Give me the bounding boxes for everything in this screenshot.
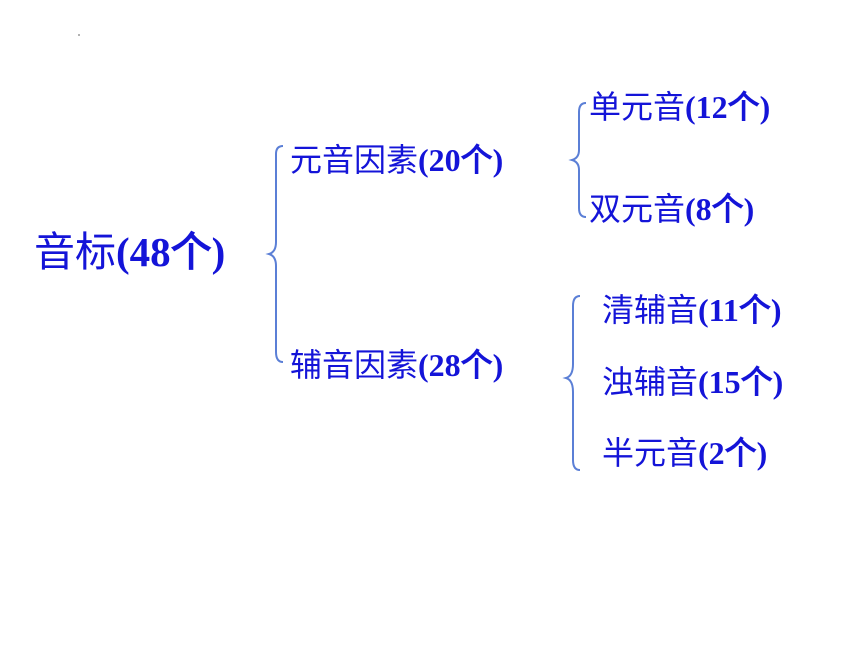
semivowel-label: 半元音(2个): [602, 437, 767, 469]
consonant-phoneme-count: (28个): [418, 347, 504, 383]
voiced-consonant-name: 浊辅音: [602, 363, 699, 401]
monophthong-count: (12个): [685, 89, 771, 125]
stray-dot: [78, 34, 80, 36]
semivowel-count: (2个): [698, 435, 768, 471]
voiced-consonant-count: (15个): [698, 364, 784, 400]
voiced-consonant-label: 浊辅音(15个): [602, 366, 783, 398]
consonant-phoneme-name: 辅音因素: [290, 346, 419, 384]
semivowel-name: 半元音: [602, 434, 699, 472]
diphthong-label: 双元音(8个): [589, 193, 754, 225]
diphthong-name: 双元音: [589, 190, 686, 228]
vowel-phoneme-count: (20个): [418, 142, 504, 178]
root-count: (48个): [116, 229, 226, 275]
voiceless-consonant-count: (11个): [698, 292, 782, 328]
voiceless-consonant-label: 清辅音(11个): [602, 294, 782, 326]
root-brace: [265, 145, 284, 363]
diphthong-count: (8个): [685, 191, 755, 227]
root-name: 音标: [34, 228, 116, 276]
root-label: 音标(48个): [34, 232, 225, 273]
consonant-phoneme-label: 辅音因素(28个): [290, 349, 503, 381]
monophthong-label: 单元音(12个): [589, 91, 770, 123]
monophthong-name: 单元音: [589, 88, 686, 126]
vowel-phoneme-name: 元音因素: [290, 141, 419, 179]
consonant-brace: [562, 295, 581, 471]
vowel-brace: [568, 102, 587, 218]
vowel-phoneme-label: 元音因素(20个): [290, 144, 503, 176]
voiceless-consonant-name: 清辅音: [602, 291, 699, 329]
